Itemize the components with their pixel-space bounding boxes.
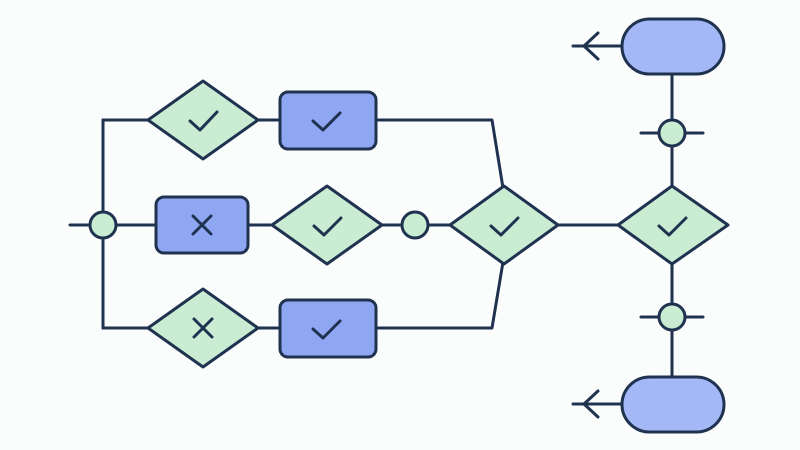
terminals (620, 17, 726, 434)
top-decision (146, 79, 260, 161)
check-icon (311, 319, 342, 340)
top-output-arrow-icon (582, 31, 600, 61)
merge-decision (448, 184, 560, 266)
middle-junction (400, 210, 430, 240)
check-icon (489, 216, 520, 237)
edge-bottom-process-to-merge (374, 260, 505, 330)
lower-junction (657, 302, 687, 332)
bottom-terminal (620, 375, 726, 434)
cross-icon (192, 317, 214, 339)
upper-junction (657, 118, 687, 148)
top-terminal (620, 17, 726, 76)
top-process (278, 90, 378, 151)
check-icon (312, 216, 343, 237)
bottom-process (278, 298, 378, 359)
middle-decision (270, 184, 384, 266)
check-icon (188, 110, 219, 132)
decisions (146, 79, 730, 369)
junctions (88, 118, 687, 332)
output-arrowheads (582, 31, 600, 419)
edge-top-process-to-merge (374, 118, 505, 190)
bottom-output-arrow-icon (582, 389, 600, 419)
split-junction (88, 210, 118, 240)
connectors (68, 44, 705, 406)
cross-icon (191, 214, 213, 236)
icons (188, 110, 688, 340)
final-decision (616, 184, 730, 266)
check-icon (311, 111, 342, 132)
check-icon (657, 216, 688, 237)
